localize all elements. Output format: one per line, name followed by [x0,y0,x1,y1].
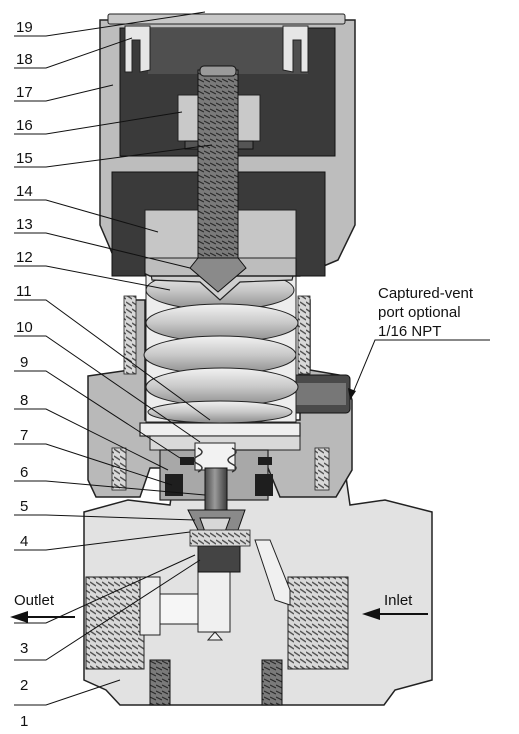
callout-14: 14 [16,183,33,200]
vent-note-line-1: Captured-vent [378,285,474,302]
callout-15: 15 [16,150,33,167]
callout-18: 18 [16,51,33,68]
valve-body [83,469,433,706]
callout-8: 8 [20,392,29,409]
callout-7: 7 [20,427,29,444]
callout-11: 11 [16,283,32,300]
vent-note-line-2: port optional [378,304,461,321]
inlet-label: Inlet [384,592,413,609]
leader-lines [14,11,490,706]
callout-1: 1 [20,713,29,730]
inlet-arrow [362,608,428,620]
callout-19: 19 [16,19,33,36]
callout-5: 5 [20,498,29,515]
callout-6: 6 [20,464,29,481]
callout-10: 10 [16,319,33,336]
callout-17: 17 [16,84,33,101]
callout-13: 13 [16,216,33,233]
callout-4: 4 [20,533,29,550]
callout-3: 3 [20,640,29,657]
adjusting-stem [189,65,247,293]
vent-arrow [348,388,356,400]
callout-2: 2 [20,677,29,694]
callout-9: 9 [20,354,29,371]
callout-12: 12 [16,249,33,266]
outlet-arrow [10,611,75,623]
outlet-label: Outlet [14,592,55,609]
callout-16: 16 [16,117,33,134]
seat-assembly [159,442,273,573]
vent-note-line-3: 1/16 NPT [378,323,442,340]
